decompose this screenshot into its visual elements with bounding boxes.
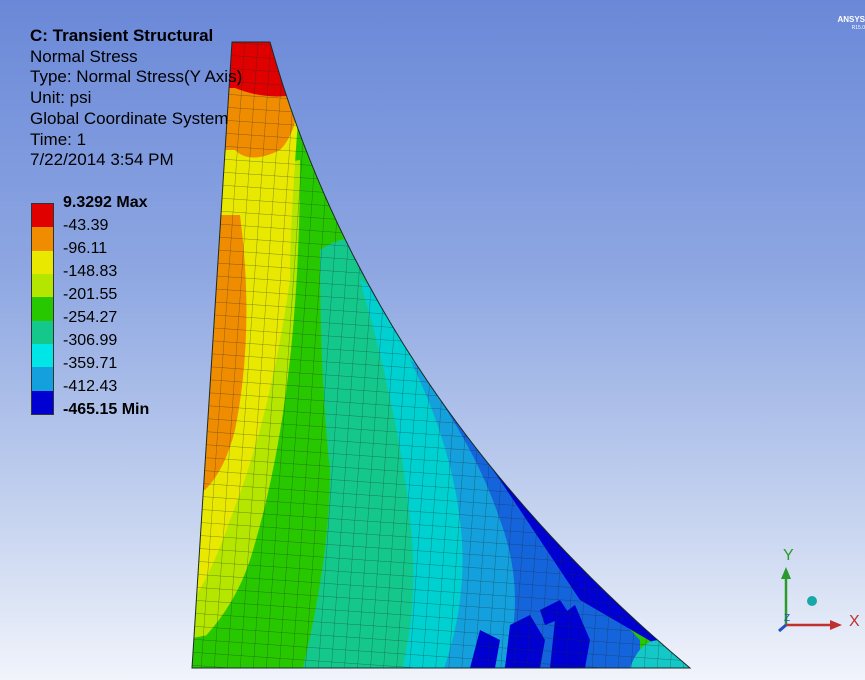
result-header: C: Transient Structural Normal Stress Ty… bbox=[30, 26, 242, 171]
mesh-overlay bbox=[192, 42, 690, 668]
analysis-title: C: Transient Structural bbox=[30, 26, 214, 45]
ansys-logo: ANSYS R15.0 bbox=[837, 15, 865, 33]
result-time: Time: 1 bbox=[30, 129, 87, 149]
x-axis-head bbox=[830, 620, 842, 630]
legend-max-label: 9.3292 Max bbox=[63, 194, 148, 211]
legend-swatch-4 bbox=[32, 273, 53, 298]
z-axis-arrow bbox=[778, 623, 787, 633]
y-axis-head bbox=[781, 567, 791, 579]
legend-label: -148.83 bbox=[63, 263, 118, 280]
coordinate-system: Global Coordinate System bbox=[30, 108, 229, 128]
result-type: Type: Normal Stress(Y Axis) bbox=[30, 67, 243, 87]
triad-graphic bbox=[778, 567, 842, 633]
legend-label: -359.71 bbox=[63, 355, 118, 372]
legend-swatch-9 bbox=[32, 390, 53, 414]
result-unit: Unit: psi bbox=[30, 88, 92, 108]
legend-swatch-8 bbox=[32, 367, 53, 391]
result-timestamp: 7/22/2014 3:54 PM bbox=[30, 150, 174, 170]
legend-label: -412.43 bbox=[63, 378, 118, 395]
legend-label: -254.27 bbox=[63, 309, 118, 326]
stress-contours bbox=[192, 42, 690, 668]
legend-swatch-2 bbox=[32, 227, 53, 251]
logo-version: R15.0 bbox=[851, 25, 865, 31]
legend-label: -96.11 bbox=[63, 240, 108, 257]
legend-label: -201.55 bbox=[63, 286, 118, 303]
y-axis-label: Y bbox=[783, 547, 794, 564]
legend-color-bar bbox=[31, 203, 54, 415]
z-axis-label: Z bbox=[784, 613, 791, 624]
legend-swatch-7 bbox=[32, 343, 53, 368]
legend-label: -43.39 bbox=[63, 217, 109, 234]
legend-min-label: -465.15 Min bbox=[63, 401, 150, 418]
legend-swatch-3 bbox=[32, 250, 53, 274]
legend-label: -306.99 bbox=[63, 332, 118, 349]
logo-text: ANSYS bbox=[837, 15, 865, 24]
triad-sphere bbox=[807, 596, 817, 606]
legend-swatch-6 bbox=[32, 320, 53, 344]
legend-swatch-5 bbox=[32, 297, 53, 321]
x-axis-label: X bbox=[849, 613, 860, 630]
coordinate-triad[interactable]: Y X Z bbox=[770, 545, 865, 645]
legend-swatch-1 bbox=[32, 204, 53, 228]
part-outline bbox=[191, 41, 692, 669]
result-name: Normal Stress bbox=[30, 46, 138, 66]
